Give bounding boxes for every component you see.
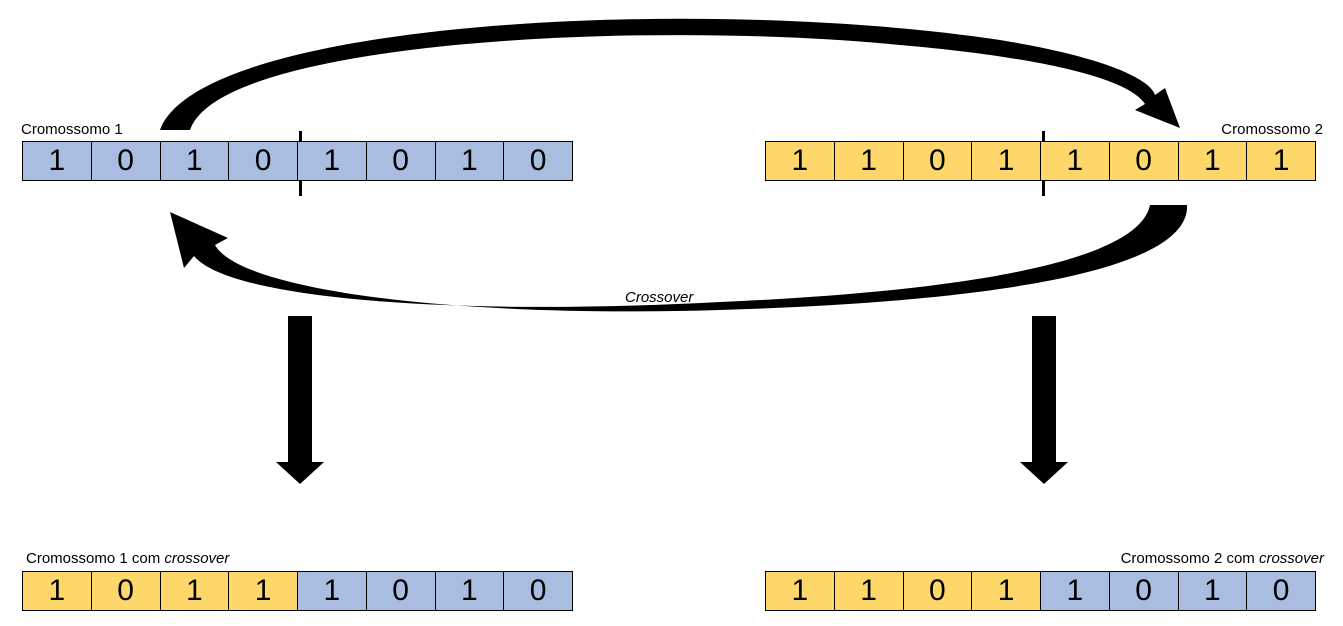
child-1-row: 1 0 1 1 1 0 1 0 [22,571,573,611]
chromosome-1-row: 1 0 1 0 1 0 1 0 [22,141,573,181]
gene-cell: 1 [297,141,367,181]
gene-cell: 0 [902,571,973,611]
gene-cell: 0 [1108,571,1179,611]
gene-cell: 0 [365,141,436,181]
down-arrow-left [276,316,324,484]
gene-cell: 0 [1108,141,1179,181]
gene-cell: 1 [971,571,1041,611]
gene-cell: 1 [765,141,835,181]
down-arrow-right [1020,316,1068,484]
child-2-label-italic: crossover [1258,550,1324,567]
gene-cell: 0 [503,141,573,181]
gene-cell: 0 [902,141,973,181]
top-curved-arrow [160,18,1180,130]
gene-cell: 1 [1040,141,1110,181]
gene-cell: 1 [833,571,904,611]
gene-cell: 1 [297,571,367,611]
chromosome-2-row: 1 1 0 1 1 0 1 1 [765,141,1316,181]
gene-cell: 1 [434,141,505,181]
gene-cell: 1 [765,571,835,611]
gene-cell: 1 [159,141,230,181]
gene-cell: 1 [1177,141,1248,181]
child-2-label-prefix: Cromossomo 2 com [1120,550,1259,567]
gene-cell: 1 [22,571,92,611]
gene-cell: 0 [90,571,161,611]
child-1-label: Cromossomo 1 com crossover [26,550,229,568]
gene-cell: 0 [365,571,436,611]
chromosome-1-label: Cromossomo 1 [21,121,123,138]
child-2-label: Cromossomo 2 com crossover [1121,550,1324,568]
gene-cell: 0 [1246,571,1316,611]
gene-cell: 1 [971,141,1041,181]
child-1-label-prefix: Cromossomo 1 com [26,550,165,567]
gene-cell: 1 [1177,571,1248,611]
gene-cell: 1 [22,141,92,181]
gene-cell: 0 [503,571,573,611]
gene-cell: 1 [159,571,230,611]
crossover-label: Crossover [625,289,694,306]
gene-cell: 1 [1040,571,1110,611]
gene-cell: 1 [434,571,505,611]
gene-cell: 0 [90,141,161,181]
gene-cell: 0 [228,141,298,181]
chromosome-2-label: Cromossomo 2 [1221,121,1323,138]
gene-cell: 1 [228,571,298,611]
child-1-label-italic: crossover [164,550,230,567]
gene-cell: 1 [833,141,904,181]
child-2-row: 1 1 0 1 1 0 1 0 [765,571,1316,611]
gene-cell: 1 [1246,141,1316,181]
